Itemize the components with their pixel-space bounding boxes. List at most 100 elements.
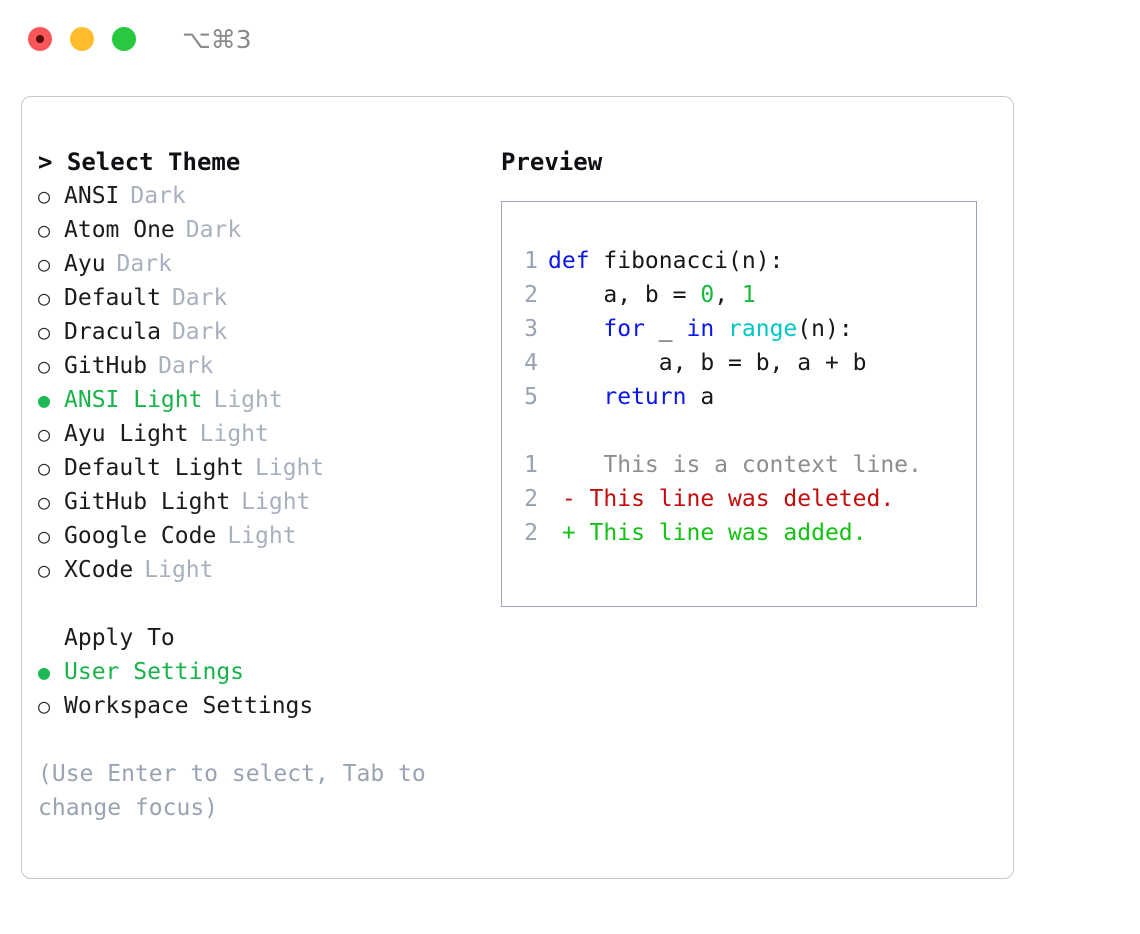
- diff-sample-block: 1 This is a context line. 2 - This line w…: [516, 448, 976, 550]
- theme-variant-badge: Dark: [116, 251, 172, 277]
- theme-variant-badge: Light: [241, 489, 311, 515]
- theme-option-row[interactable]: ● ANSI Light Light: [38, 383, 492, 417]
- radio-unselected-icon[interactable]: ○: [38, 558, 51, 582]
- code-token: def: [548, 248, 590, 274]
- theme-option-label: Ayu Light: [64, 421, 189, 447]
- apply-to-option-row[interactable]: ○ Workspace Settings: [38, 689, 492, 723]
- theme-option-label: Default: [64, 285, 161, 311]
- keyboard-hint-text: (Use Enter to select, Tab to change focu…: [38, 761, 440, 821]
- theme-variant-badge: Light: [227, 523, 297, 549]
- diff-line: 1 This is a context line.: [516, 448, 976, 482]
- maximize-window-button[interactable]: [112, 27, 136, 51]
- radio-unselected-icon[interactable]: ○: [38, 218, 51, 242]
- radio-unselected-icon[interactable]: ○: [38, 422, 51, 446]
- radio-unselected-icon[interactable]: ○: [38, 456, 51, 480]
- theme-option-label: Ayu: [64, 251, 106, 277]
- code-line-number: 4: [524, 350, 538, 376]
- theme-option-row[interactable]: ○ ANSI Dark: [38, 179, 492, 213]
- diff-line: 2 + This line was added.: [516, 516, 976, 550]
- preview-heading: Preview: [501, 148, 603, 176]
- radio-unselected-icon[interactable]: ○: [38, 184, 51, 208]
- code-line-number: 5: [524, 384, 538, 410]
- radio-unselected-icon[interactable]: ○: [38, 286, 51, 310]
- code-line-number: 2: [524, 282, 538, 308]
- code-token: in: [686, 316, 715, 342]
- theme-option-label: ANSI: [64, 183, 120, 209]
- radio-unselected-icon[interactable]: ○: [38, 490, 51, 514]
- diff-line-number: 1: [524, 452, 538, 478]
- diff-line-text: + This line was added.: [548, 520, 867, 546]
- theme-option-row[interactable]: ○ Ayu Dark: [38, 247, 492, 281]
- theme-option-row[interactable]: ○ Ayu Light Light: [38, 417, 492, 451]
- keyboard-shortcut-label: ⌥⌘3: [182, 24, 252, 54]
- radio-unselected-icon[interactable]: ○: [38, 694, 51, 718]
- code-token: 0: [700, 282, 715, 308]
- theme-variant-badge: Dark: [130, 183, 186, 209]
- radio-selected-icon[interactable]: ●: [38, 660, 51, 684]
- radio-unselected-icon[interactable]: ○: [38, 354, 51, 378]
- theme-option-label: Default Light: [64, 455, 245, 481]
- radio-unselected-icon[interactable]: ○: [38, 252, 51, 276]
- code-line-number: 3: [524, 316, 538, 342]
- theme-option-row[interactable]: ○ Google Code Light: [38, 519, 492, 553]
- theme-option-label: GitHub: [64, 353, 148, 379]
- code-token: [548, 384, 603, 410]
- code-token: return: [603, 384, 687, 410]
- radio-unselected-icon[interactable]: ○: [38, 524, 51, 548]
- code-line: 1 def fibonacci(n):: [516, 244, 976, 278]
- theme-variant-badge: Light: [199, 421, 269, 447]
- code-token: fibonacci(n):: [589, 248, 784, 274]
- theme-option-label: ANSI Light: [64, 387, 203, 413]
- theme-option-row[interactable]: ○ GitHub Dark: [38, 349, 492, 383]
- theme-option-row[interactable]: ○ Default Dark: [38, 281, 492, 315]
- diff-line-text: This is a context line.: [548, 452, 922, 478]
- apply-to-option-label: User Settings: [64, 659, 245, 685]
- diff-line-number: 2: [524, 520, 538, 546]
- close-window-button[interactable]: [28, 27, 52, 51]
- code-token: a: [686, 384, 715, 410]
- theme-variant-badge: Dark: [185, 217, 242, 243]
- theme-option-row[interactable]: ○ XCode Light: [38, 553, 492, 587]
- code-token: range: [728, 316, 798, 342]
- window-title-bar: ⌥⌘3: [0, 0, 1140, 78]
- theme-option-label: GitHub Light: [64, 489, 231, 515]
- radio-unselected-icon[interactable]: ○: [38, 320, 51, 344]
- radio-selected-icon[interactable]: ●: [38, 388, 51, 412]
- code-token: a, b =: [548, 282, 701, 308]
- diff-line-number: 2: [524, 486, 538, 512]
- theme-option-row[interactable]: ○ Atom One Dark: [38, 213, 492, 247]
- code-token: [548, 316, 603, 342]
- theme-variant-badge: Light: [144, 557, 214, 583]
- theme-option-label: Atom One: [64, 217, 175, 243]
- theme-variant-badge: Dark: [158, 353, 214, 379]
- code-line: 5 return a: [516, 380, 976, 414]
- code-token: for: [603, 316, 645, 342]
- code-token: (n):: [797, 316, 853, 342]
- theme-variant-badge: Light: [255, 455, 325, 481]
- theme-variant-badge: Light: [213, 387, 283, 413]
- theme-option-label: Google Code: [64, 523, 217, 549]
- theme-option-label: Dracula: [64, 319, 161, 345]
- apply-to-option-row[interactable]: ● User Settings: [38, 655, 492, 689]
- code-line-number: 1: [524, 248, 538, 274]
- apply-to-heading: Apply To: [64, 625, 175, 651]
- select-theme-heading: > Select Theme: [38, 148, 241, 176]
- diff-line-text: - This line was deleted.: [548, 486, 895, 512]
- theme-variant-badge: Dark: [171, 285, 228, 311]
- code-line: 4 a, b = b, a + b: [516, 346, 976, 380]
- code-token: ,: [714, 282, 742, 308]
- code-token: 1: [741, 282, 756, 308]
- minimize-window-button[interactable]: [70, 27, 94, 51]
- apply-to-option-list: ● User Settings ○ Workspace Settings: [38, 655, 492, 723]
- theme-option-row[interactable]: ○ GitHub Light Light: [38, 485, 492, 519]
- theme-option-row[interactable]: ○ Default Light Light: [38, 451, 492, 485]
- apply-to-option-label: Workspace Settings: [64, 693, 314, 719]
- theme-option-label: XCode: [64, 557, 134, 583]
- code-token: [714, 316, 728, 342]
